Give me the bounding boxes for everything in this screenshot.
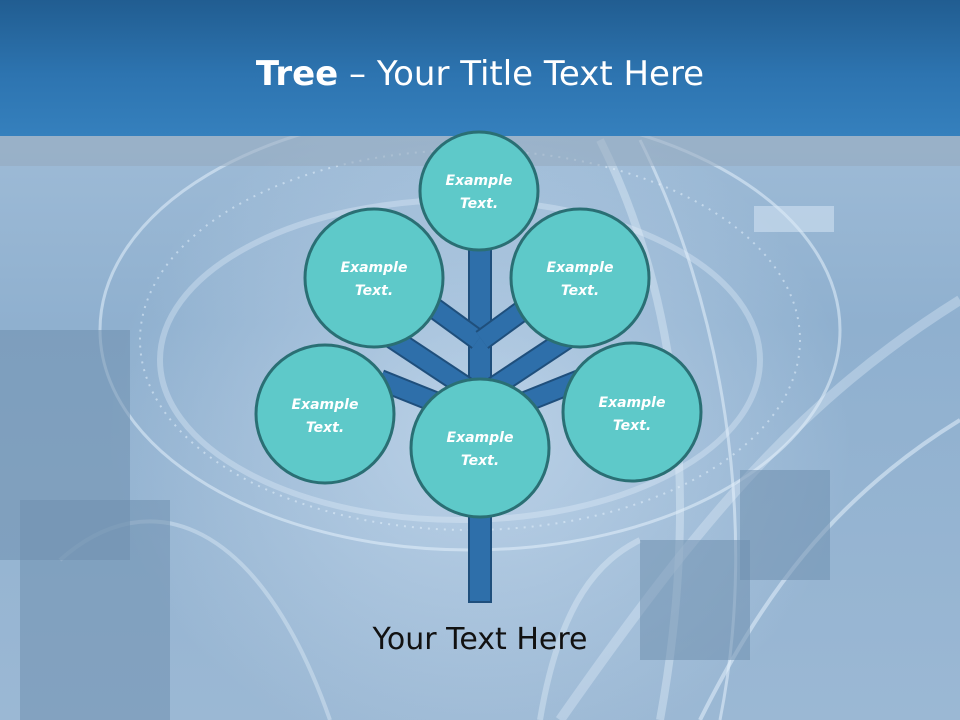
node-label-line1: Example <box>292 397 359 413</box>
tree-node-lower-left: Example Text. <box>254 343 396 485</box>
caption-text: Your Text Here <box>372 622 588 657</box>
node-label-line1: Example <box>599 395 666 411</box>
node-label-line1: Example <box>341 260 408 276</box>
node-label-line2: Text. <box>613 418 651 434</box>
tree-node-center: Example Text. <box>409 377 551 519</box>
title-bar: Tree – Your Title Text Here <box>0 0 960 136</box>
slide-title: Tree – Your Title Text Here <box>0 52 960 96</box>
node-label-line2: Text. <box>460 196 498 212</box>
node-label-line1: Example <box>446 173 513 189</box>
tree-node-top: Example Text. <box>418 130 540 252</box>
tree-node-upper-left: Example Text. <box>303 207 445 349</box>
node-label-line2: Text. <box>461 453 499 469</box>
title-text: – Your Title Text Here <box>338 54 705 94</box>
tree-node-lower-right: Example Text. <box>561 341 703 483</box>
title-bold: Tree <box>255 54 339 94</box>
tree-node-upper-right: Example Text. <box>509 207 651 349</box>
node-label-line1: Example <box>447 430 514 446</box>
node-label-line1: Example <box>547 260 614 276</box>
node-label-line2: Text. <box>561 283 599 299</box>
node-label-line2: Text. <box>355 283 393 299</box>
node-label-line2: Text. <box>306 420 344 436</box>
